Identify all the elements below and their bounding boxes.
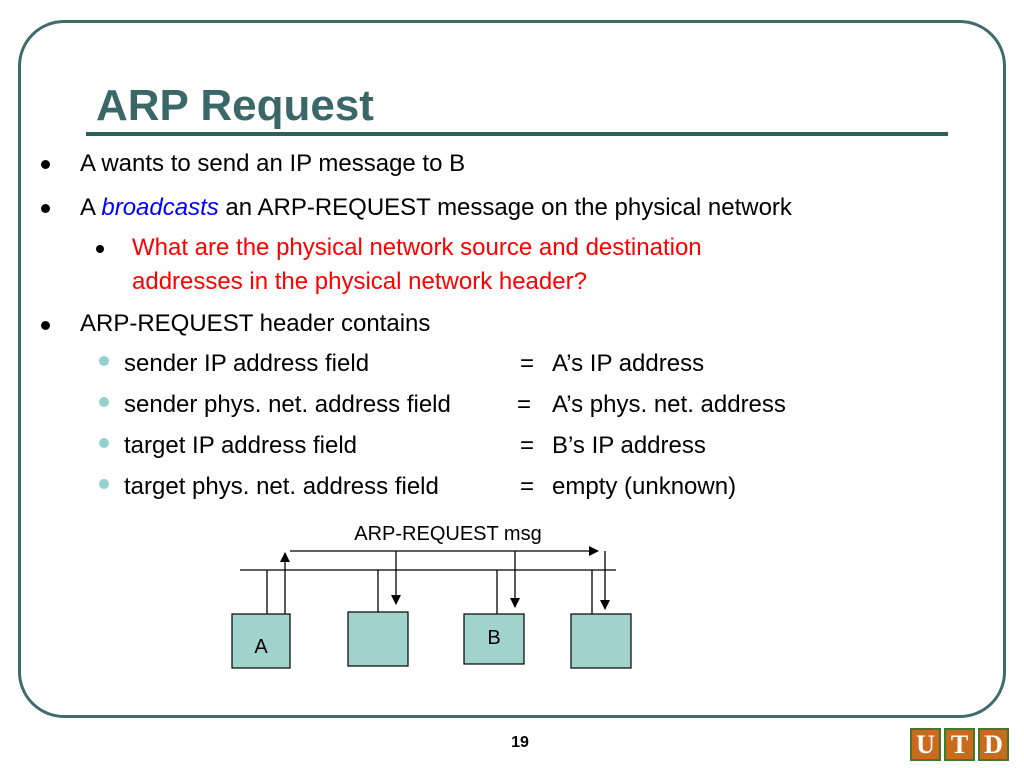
field-bullet-dot	[99, 438, 109, 448]
bullet-2-text: A broadcasts an ARP-REQUEST message on t…	[80, 192, 792, 224]
bullet-2-suffix: an ARP-REQUEST message on the physical n…	[218, 194, 792, 221]
field-name: sender IP address field	[124, 350, 370, 377]
field-equals: =	[520, 350, 535, 377]
field-value: empty (unknown)	[552, 473, 737, 500]
field-name: target IP address field	[124, 432, 358, 459]
field-name: target phys. net. address field	[124, 473, 439, 500]
bullet-1-text: A wants to send an IP message to B	[80, 150, 466, 177]
logo-letter-t: T	[944, 728, 975, 761]
field-value: A’s phys. net. address	[552, 391, 786, 418]
node-4-box	[570, 613, 632, 669]
utd-logo: U T D	[910, 728, 1009, 761]
header-bullet-text: ARP-REQUEST header contains	[80, 310, 431, 337]
node-a-label: A	[254, 636, 268, 658]
node-2-box	[347, 611, 409, 667]
title-underline	[86, 132, 948, 136]
field-bullet-dot	[99, 356, 109, 366]
slide-frame	[18, 20, 1006, 718]
slide-title: ARP Request	[96, 81, 374, 130]
node-b-label: B	[487, 627, 500, 649]
bullet-dot	[41, 204, 50, 213]
bullet-dot	[41, 160, 50, 169]
field-equals: =	[520, 432, 535, 459]
logo-letter-d: D	[978, 728, 1009, 761]
field-bullet-dot	[99, 397, 109, 407]
node-b-box	[463, 613, 525, 665]
message-label: ARP-REQUEST msg	[354, 523, 541, 545]
bullet-2-emphasis: broadcasts	[101, 194, 219, 221]
bullet-2-prefix: A	[80, 194, 102, 221]
bullet-dot	[41, 321, 50, 330]
sub-bullet-dot	[96, 245, 104, 253]
field-bullet-dot	[99, 479, 109, 489]
question-line-2: addresses in the physical network header…	[132, 268, 587, 295]
field-equals: =	[520, 473, 535, 500]
field-value: B’s IP address	[552, 432, 706, 459]
logo-letter-u: U	[910, 728, 941, 761]
node-a-box	[231, 613, 291, 669]
field-value: A’s IP address	[552, 350, 705, 377]
question-line-1: What are the physical network source and…	[132, 234, 702, 261]
field-name: sender phys. net. address field	[124, 391, 451, 418]
page-number: 19	[511, 734, 529, 751]
field-equals: =	[517, 391, 532, 418]
